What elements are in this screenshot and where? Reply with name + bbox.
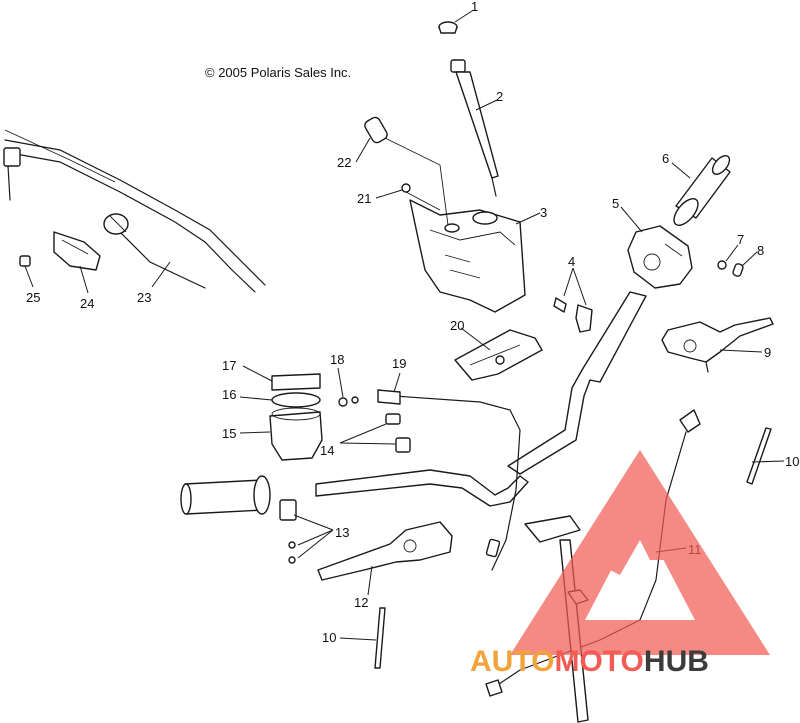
callout-23: 23	[137, 290, 151, 305]
part-10-bolt-left	[374, 607, 386, 669]
callout-2: 2	[496, 89, 503, 104]
callout-16: 16	[222, 387, 236, 402]
callout-18: 18	[330, 352, 344, 367]
callout-14: 14	[320, 443, 334, 458]
watermark-word-hub: HUB	[644, 645, 709, 678]
part-12-lever	[317, 521, 453, 581]
callout-24: 24	[80, 296, 94, 311]
part-17-cap	[271, 373, 321, 391]
part-2-shaft	[450, 59, 499, 197]
callout-10-left: 10	[322, 630, 336, 645]
callout-21: 21	[357, 191, 371, 206]
part-14-clips	[385, 413, 411, 453]
part-18-washer	[338, 396, 359, 407]
part-19-cable	[377, 389, 521, 571]
part-23-connector	[103, 213, 129, 235]
callout-12: 12	[354, 595, 368, 610]
part-9-lever	[661, 317, 774, 373]
callout-6: 6	[662, 151, 669, 166]
callout-8: 8	[757, 243, 764, 258]
callout-19: 19	[392, 356, 406, 371]
callout-1: 1	[471, 0, 478, 14]
watermark-word-auto: AUTO	[470, 645, 554, 678]
callout-4: 4	[568, 254, 575, 269]
watermark-word-moto: MOTO	[554, 645, 643, 678]
part-5-switch-housing	[627, 225, 693, 289]
copyright-text: © 2005 Polaris Sales Inc.	[205, 65, 351, 80]
part-21-screw	[401, 183, 441, 211]
part-6-grip	[673, 155, 731, 226]
callout-15: 15	[222, 426, 236, 441]
callout-20: 20	[450, 318, 464, 333]
part-20-bracket	[454, 329, 543, 381]
callout-9: 9	[764, 345, 771, 360]
callout-22: 22	[337, 155, 351, 170]
svg-text:AUTOMOTOHUB: AUTOMOTOHUB	[470, 645, 709, 678]
watermark-inner-mark-icon	[600, 500, 670, 575]
callout-5: 5	[612, 196, 619, 211]
part-25-screw	[19, 255, 31, 267]
watermark-triangle-icon	[510, 450, 770, 655]
callout-7: 7	[737, 232, 744, 247]
watermark-wordmark: AUTOMOTOHUB	[470, 645, 709, 678]
leader-lines	[24, 10, 785, 641]
part-15-body	[269, 407, 323, 461]
left-grip	[180, 475, 271, 515]
part-24-cover	[53, 231, 101, 271]
handlebar	[315, 291, 647, 507]
part-13-clamp	[279, 499, 297, 564]
part-8-nut	[732, 263, 744, 277]
part-10-bolt-right	[746, 427, 772, 485]
part-7-washer	[717, 260, 727, 270]
callout-13: 13	[335, 525, 349, 540]
watermark-logo	[510, 450, 770, 655]
callout-17: 17	[222, 358, 236, 373]
callout-10-right: 10	[785, 454, 799, 469]
part-3-housing	[409, 199, 526, 313]
part-4-clips	[553, 297, 593, 333]
callout-25: 25	[26, 290, 40, 305]
part-16-seal	[271, 392, 321, 408]
part-1-cap	[438, 21, 458, 34]
part-23-cable	[3, 129, 266, 293]
callout-3: 3	[540, 205, 547, 220]
part-22-pin	[364, 116, 449, 226]
